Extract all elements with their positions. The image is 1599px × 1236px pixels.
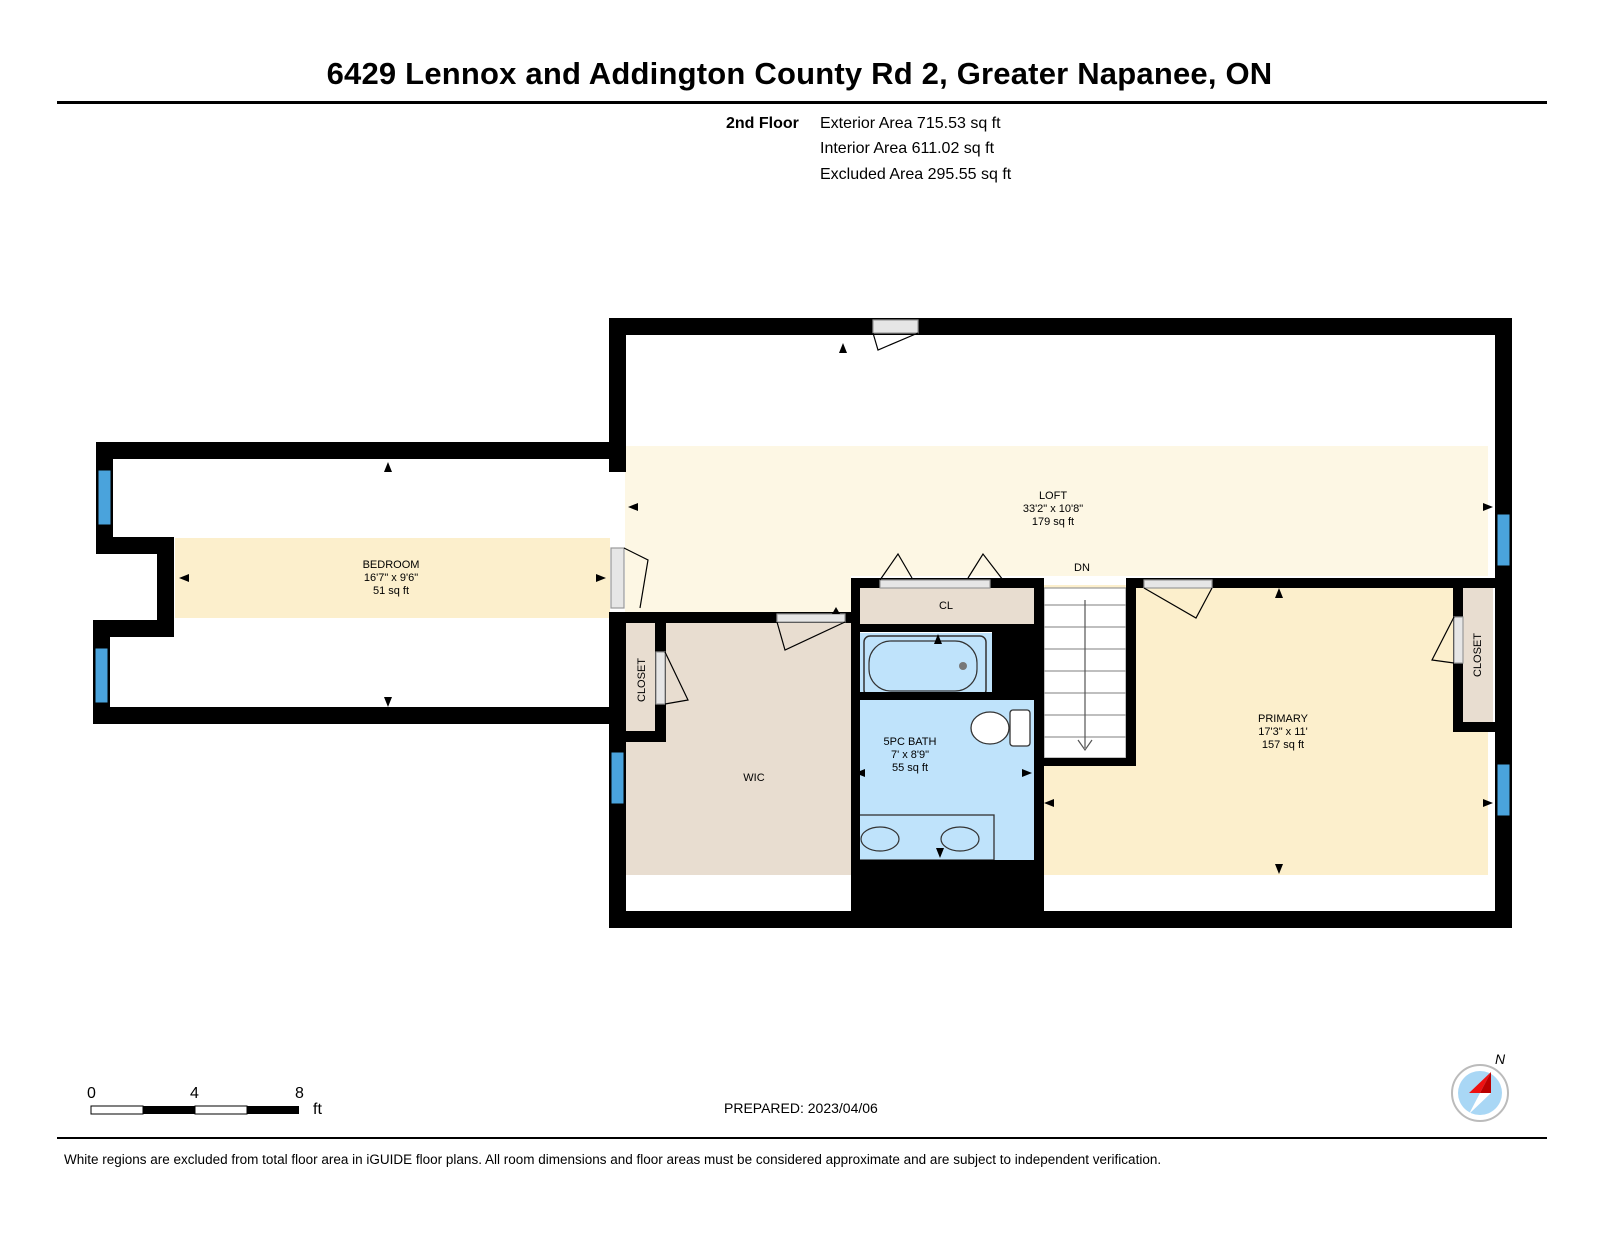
walls <box>93 318 1512 928</box>
scale-tick-4: 4 <box>190 1085 199 1102</box>
tub-drain <box>959 662 967 670</box>
toilet-bowl <box>970 711 1010 745</box>
title-rule <box>57 101 1547 104</box>
closet-right-fill <box>1463 587 1493 722</box>
scale-tick-0: 0 <box>87 1085 96 1102</box>
cl-name: CL <box>939 600 953 612</box>
closet-left-name: CLOSET <box>636 658 648 702</box>
stairs-label: DN <box>1074 562 1090 574</box>
sink-right <box>940 826 980 852</box>
bath-area: 55 sq ft <box>892 762 928 774</box>
footer-note: White regions are excluded from total fl… <box>64 1152 1162 1167</box>
loft-dims: 33'2" x 10'8" <box>1023 503 1083 515</box>
dimension-arrows <box>179 343 1493 874</box>
windows <box>94 469 1511 817</box>
plan-title: 6429 Lennox and Addington County Rd 2, G… <box>326 56 1273 91</box>
stairs <box>1043 587 1127 759</box>
loft-fill-lower <box>625 576 851 614</box>
floor-label: 2nd Floor <box>726 115 799 132</box>
toilet-tank <box>1009 709 1031 747</box>
excluded-area: Excluded Area 295.55 sq ft <box>820 166 1012 183</box>
bedroom-name: BEDROOM <box>363 559 420 571</box>
doors <box>610 319 1464 705</box>
scale-bar <box>90 1105 299 1115</box>
bedroom-dims: 16'7" x 9'6" <box>364 572 418 584</box>
primary-dims: 17'3" x 11' <box>1258 726 1308 738</box>
bath-dims: 7' x 8'9" <box>891 749 929 761</box>
compass-icon <box>1451 1064 1509 1122</box>
tub-basin <box>868 640 978 692</box>
loft-fill <box>625 446 1488 576</box>
bedroom-area: 51 sq ft <box>373 585 409 597</box>
loft-name: LOFT <box>1039 490 1067 502</box>
primary-name: PRIMARY <box>1258 713 1309 725</box>
compass-north-label: N <box>1495 1051 1506 1067</box>
interior-area: Interior Area 611.02 sq ft <box>820 140 995 157</box>
wic-name: WIC <box>743 772 764 784</box>
sink-left <box>860 826 900 852</box>
closet-right-name: CLOSET <box>1472 633 1484 677</box>
footer-rule <box>57 1137 1547 1139</box>
bath-name: 5PC BATH <box>884 736 937 748</box>
loft-area: 179 sq ft <box>1032 516 1074 528</box>
scale-tick-8: 8 <box>295 1085 304 1102</box>
scale-unit: ft <box>313 1101 322 1118</box>
exterior-area: Exterior Area 715.53 sq ft <box>820 115 1001 132</box>
primary-area: 157 sq ft <box>1262 739 1304 751</box>
prepared-date: PREPARED: 2023/04/06 <box>724 1100 878 1116</box>
bedroom-fill <box>175 538 610 618</box>
cl-fill <box>860 588 1034 624</box>
closet-left-fill <box>627 621 655 731</box>
